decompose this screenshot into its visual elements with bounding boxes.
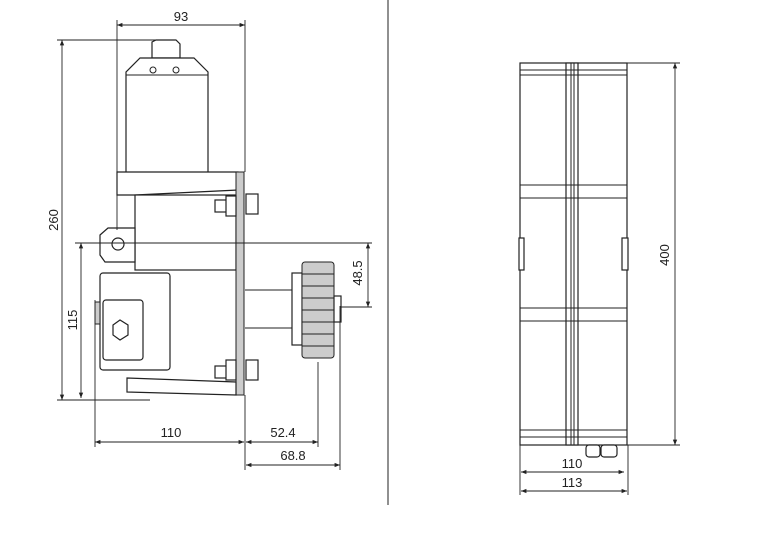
dimension-68-8: 68.8 xyxy=(246,306,341,470)
dimension-113: 113 xyxy=(521,475,627,494)
base-foot xyxy=(126,377,237,396)
dimension-115: 115 xyxy=(65,242,372,398)
side-view: 93 260 115 48.5 110 52.4 68.8 xyxy=(46,9,372,470)
svg-text:110: 110 xyxy=(161,425,182,440)
control-box xyxy=(94,272,171,371)
bolt-upper xyxy=(214,193,259,217)
dimension-110-side: 110 xyxy=(94,300,246,470)
housing-bands xyxy=(520,69,627,438)
flange-plate xyxy=(235,171,245,396)
side-latch-right xyxy=(621,237,629,271)
svg-text:115: 115 xyxy=(65,310,80,331)
dimension-93: 93 xyxy=(116,9,246,230)
svg-text:260: 260 xyxy=(46,209,61,231)
svg-text:113: 113 xyxy=(562,475,583,490)
svg-text:110: 110 xyxy=(562,456,583,471)
dimension-400: 400 xyxy=(627,62,680,446)
cable-glands xyxy=(585,444,618,458)
svg-text:52.4: 52.4 xyxy=(270,425,295,440)
center-strip xyxy=(565,62,579,446)
svg-text:48.5: 48.5 xyxy=(350,260,365,285)
dimension-260: 260 xyxy=(46,39,160,401)
svg-text:400: 400 xyxy=(657,244,672,266)
dimension-110-front: 110 xyxy=(519,445,629,495)
motor xyxy=(125,39,209,176)
bolt-lower xyxy=(214,359,259,381)
front-view: 400 110 113 xyxy=(518,62,680,495)
pivot-bracket xyxy=(99,227,136,263)
svg-text:68.8: 68.8 xyxy=(280,448,305,463)
dimension-48-5: 48.5 xyxy=(340,243,372,308)
pinion-gear xyxy=(291,261,342,359)
side-latch-left xyxy=(518,237,525,271)
mounting-plate-top xyxy=(116,171,239,196)
dimension-52-4: 52.4 xyxy=(246,362,319,447)
svg-text:93: 93 xyxy=(174,9,188,24)
